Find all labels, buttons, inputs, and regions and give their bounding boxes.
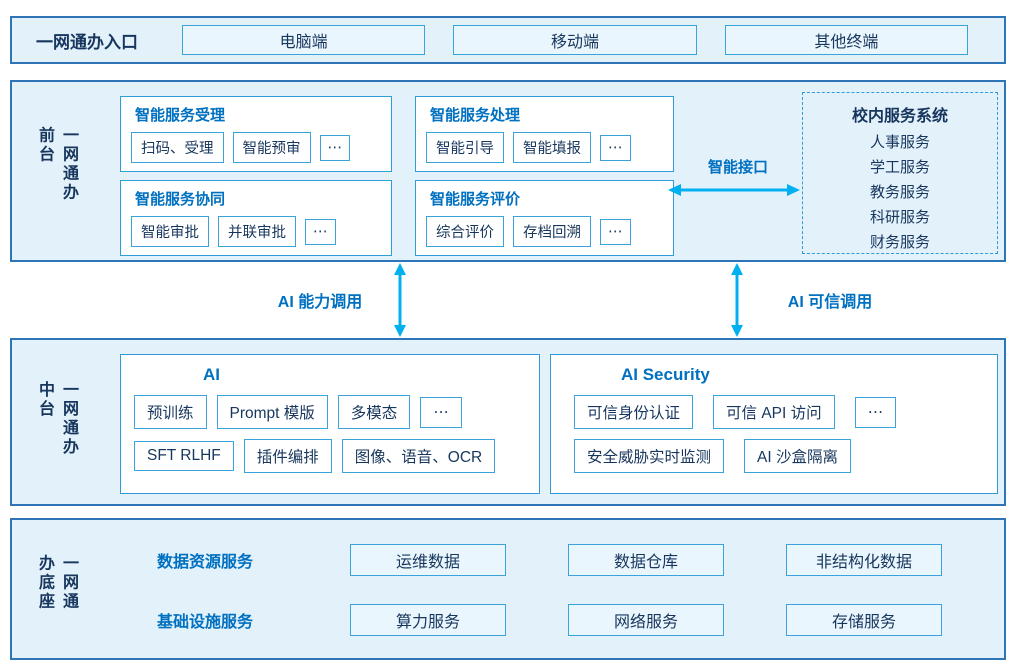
base-boxes: 运维数据 数据仓库 非结构化数据 bbox=[350, 544, 942, 576]
section-frontdesk: 一网通办前台 智能服务受理 扫码、受理 智能预审 ⋯ 智能服务处理 智能引导 智… bbox=[10, 80, 1006, 262]
entry-item-pc: 电脑端 bbox=[182, 25, 426, 55]
security-row-2: 安全威胁实时监测 AI 沙盒隔离 bbox=[551, 439, 997, 473]
group-service-acceptance: 智能服务受理 扫码、受理 智能预审 ⋯ bbox=[120, 96, 392, 172]
item-trusted-api: 可信 API 访问 bbox=[713, 395, 835, 429]
more-item: ⋯ bbox=[319, 134, 350, 161]
entry-boxes: 电脑端 移动端 其他终端 bbox=[182, 25, 968, 55]
ai-row-2: SFT RLHF 插件编排 图像、语音、OCR bbox=[121, 439, 539, 473]
item-plugin-orchestration: 插件编排 bbox=[243, 439, 332, 473]
item-prompt-template: Prompt 模版 bbox=[216, 395, 328, 429]
horizontal-double-arrow-icon bbox=[668, 182, 800, 198]
base-row-data-resources: 数据资源服务 运维数据 数据仓库 非结构化数据 bbox=[130, 544, 984, 576]
campus-box-title: 校内服务系统 bbox=[851, 108, 948, 125]
ai-row-1: 预训练 Prompt 模版 多模态 ⋯ bbox=[121, 395, 539, 429]
group-items: 综合评价 存档回溯 ⋯ bbox=[426, 216, 663, 247]
entry-section-label: 一网通办入口 bbox=[36, 32, 138, 52]
item-archive-trace: 存档回溯 bbox=[513, 216, 591, 247]
ai-security-box: AI Security 可信身份认证 可信 API 访问 ⋯ 安全威胁实时监测 … bbox=[550, 354, 998, 494]
data-resource-services-label: 数据资源服务 bbox=[156, 554, 253, 571]
section-base: 一网通办底座 数据资源服务 运维数据 数据仓库 非结构化数据 基础设施服务 算力… bbox=[10, 518, 1006, 660]
item-ops-data: 运维数据 bbox=[350, 544, 506, 576]
item-trusted-identity: 可信身份认证 bbox=[574, 395, 694, 429]
item-overall-evaluation: 综合评价 bbox=[426, 216, 504, 247]
campus-item-hr: 人事服务 bbox=[869, 134, 930, 151]
group-items: 扫码、受理 智能预审 ⋯ bbox=[131, 132, 381, 163]
group-title: 智能服务评价 bbox=[430, 191, 521, 208]
security-row-1: 可信身份认证 可信 API 访问 ⋯ bbox=[551, 395, 997, 429]
smart-interface-label: 智能接口 bbox=[707, 159, 768, 176]
more-item: ⋯ bbox=[305, 218, 336, 245]
more-item: ⋯ bbox=[854, 396, 897, 428]
ai-security-box-title: AI Security bbox=[621, 365, 710, 384]
vertical-double-arrow-icon bbox=[392, 263, 408, 337]
section-middleplatform: 一网通办中台 AI 预训练 Prompt 模版 多模态 ⋯ SFT RLHF 插… bbox=[10, 338, 1006, 506]
item-smart-preview: 智能预审 bbox=[232, 132, 311, 163]
vertical-double-arrow-icon bbox=[729, 263, 745, 337]
infrastructure-services-label: 基础设施服务 bbox=[156, 614, 253, 631]
base-row-infrastructure: 基础设施服务 算力服务 网络服务 存储服务 bbox=[130, 604, 984, 636]
group-service-collaboration: 智能服务协同 智能审批 并联审批 ⋯ bbox=[120, 180, 392, 256]
group-title: 智能服务处理 bbox=[430, 107, 521, 124]
base-boxes: 算力服务 网络服务 存储服务 bbox=[350, 604, 942, 636]
ai-box-title: AI bbox=[203, 365, 220, 384]
group-service-evaluation: 智能服务评价 综合评价 存档回溯 ⋯ bbox=[415, 180, 674, 256]
section-entry: 一网通办入口 电脑端 移动端 其他终端 bbox=[10, 16, 1006, 64]
ai-capability-box: AI 预训练 Prompt 模版 多模态 ⋯ SFT RLHF 插件编排 图像、… bbox=[120, 354, 540, 494]
campus-item-student: 学工服务 bbox=[869, 159, 930, 176]
item-compute-service: 算力服务 bbox=[350, 604, 506, 636]
item-storage-service: 存储服务 bbox=[786, 604, 942, 636]
group-title: 智能服务协同 bbox=[135, 191, 226, 208]
item-pretrain: 预训练 bbox=[134, 395, 207, 429]
group-service-processing: 智能服务处理 智能引导 智能填报 ⋯ bbox=[415, 96, 674, 172]
item-unstructured-data: 非结构化数据 bbox=[786, 544, 942, 576]
ai-capability-call-label: AI 能力调用 bbox=[277, 294, 363, 311]
item-data-warehouse: 数据仓库 bbox=[568, 544, 724, 576]
more-item: ⋯ bbox=[600, 134, 631, 161]
item-network-service: 网络服务 bbox=[568, 604, 724, 636]
item-smart-fill: 智能填报 bbox=[513, 132, 591, 163]
ai-trusted-call-label: AI 可信调用 bbox=[787, 294, 873, 311]
campus-item-academic: 教务服务 bbox=[869, 184, 930, 201]
campus-item-finance: 财务服务 bbox=[869, 234, 930, 251]
campus-item-research: 科研服务 bbox=[869, 209, 930, 226]
group-items: 智能审批 并联审批 ⋯ bbox=[131, 216, 381, 247]
item-ai-sandbox: AI 沙盒隔离 bbox=[744, 439, 851, 473]
item-image-voice-ocr: 图像、语音、OCR bbox=[341, 439, 496, 473]
middleplatform-section-label: 一网通办中台 bbox=[36, 381, 77, 457]
campus-service-systems-box: 校内服务系统 人事服务 学工服务 教务服务 科研服务 财务服务 bbox=[802, 92, 998, 254]
item-scan-accept: 扫码、受理 bbox=[131, 132, 224, 163]
more-item: ⋯ bbox=[600, 218, 631, 245]
item-smart-guide: 智能引导 bbox=[426, 132, 504, 163]
frontdesk-section-label: 一网通办前台 bbox=[36, 126, 77, 203]
group-items: 智能引导 智能填报 ⋯ bbox=[426, 132, 663, 163]
entry-item-other: 其他终端 bbox=[724, 25, 968, 55]
item-threat-monitoring: 安全威胁实时监测 bbox=[574, 439, 725, 473]
item-sft-rlhf: SFT RLHF bbox=[134, 441, 234, 471]
item-parallel-approval: 并联审批 bbox=[218, 216, 296, 247]
item-smart-approval: 智能审批 bbox=[131, 216, 209, 247]
base-section-label: 一网通办底座 bbox=[36, 554, 77, 612]
more-item: ⋯ bbox=[420, 396, 462, 428]
group-title: 智能服务受理 bbox=[135, 107, 226, 124]
entry-item-mobile: 移动端 bbox=[453, 25, 697, 55]
item-multimodal: 多模态 bbox=[337, 395, 411, 429]
